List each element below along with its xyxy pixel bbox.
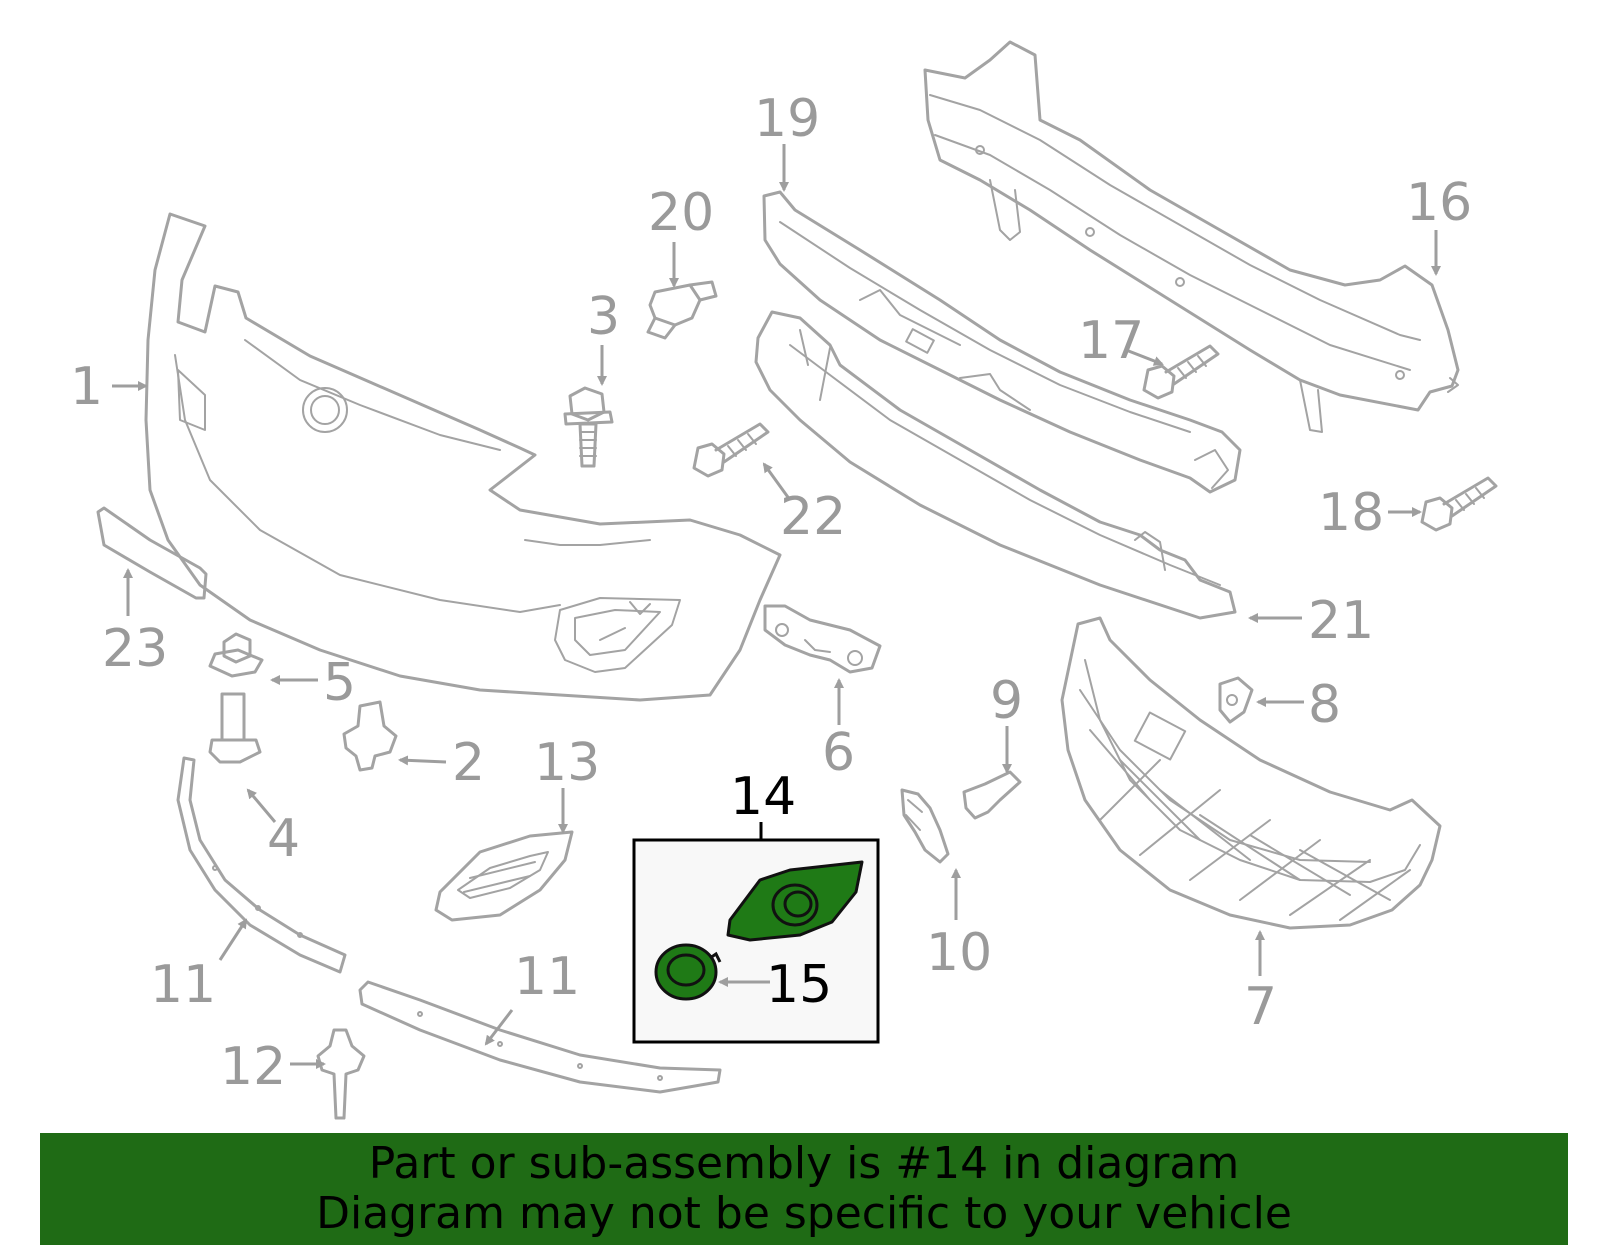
part-22-bolt bbox=[692, 422, 770, 478]
callout-23: 23 bbox=[102, 619, 168, 679]
part-17-bolt bbox=[1142, 344, 1220, 400]
callout-12: 12 bbox=[220, 1037, 286, 1097]
callout-6: 6 bbox=[822, 723, 855, 783]
callout-11b: 11 bbox=[514, 947, 580, 1007]
part-11-lower-molding-b bbox=[358, 980, 722, 1094]
part-6-bracket bbox=[763, 604, 882, 674]
part-7-grille bbox=[1060, 616, 1442, 930]
callout-17: 17 bbox=[1078, 311, 1144, 371]
callout-1: 1 bbox=[70, 357, 103, 417]
callout-18: 18 bbox=[1318, 483, 1384, 543]
callout-labels: 1 2 3 4 5 6 7 8 9 10 11 11 12 13 14 15 1… bbox=[70, 89, 1472, 1097]
part-18-bolt bbox=[1420, 476, 1498, 532]
leader-arrows bbox=[112, 144, 1441, 1069]
part-1-bumper-cover bbox=[144, 212, 782, 702]
footer-banner: Part or sub-assembly is #14 in diagram D… bbox=[40, 1133, 1568, 1245]
part-13-fog-cover bbox=[434, 830, 574, 922]
callout-15: 15 bbox=[766, 955, 832, 1015]
callout-9: 9 bbox=[990, 671, 1023, 731]
part-20-clip bbox=[646, 280, 718, 340]
callout-5: 5 bbox=[323, 653, 356, 713]
callout-16: 16 bbox=[1406, 173, 1472, 233]
callout-20: 20 bbox=[648, 183, 714, 243]
part-15-fog-ring bbox=[654, 943, 722, 1001]
callout-21: 21 bbox=[1308, 591, 1374, 651]
footer-line-2: Diagram may not be specific to your vehi… bbox=[316, 1188, 1292, 1239]
part-10-seal bbox=[900, 788, 950, 864]
leader-4 bbox=[246, 788, 277, 823]
callout-19: 19 bbox=[754, 89, 820, 149]
part-16-reinforcement bbox=[923, 40, 1460, 433]
part-21-lower-absorber bbox=[754, 310, 1237, 620]
leader-11b bbox=[484, 1009, 514, 1046]
part-4-bolt bbox=[208, 692, 262, 764]
part-12-push-pin bbox=[316, 1028, 366, 1120]
callout-22: 22 bbox=[780, 487, 846, 547]
part-3-bolt bbox=[563, 386, 614, 468]
leader-11a bbox=[218, 918, 248, 961]
part-2-clip bbox=[342, 700, 398, 772]
callout-11a: 11 bbox=[150, 955, 216, 1015]
callout-8: 8 bbox=[1308, 675, 1341, 735]
callout-14: 14 bbox=[730, 767, 796, 827]
part-14-fog-bezel bbox=[726, 860, 864, 942]
callout-13: 13 bbox=[534, 733, 600, 793]
part-5-nut bbox=[208, 632, 264, 678]
part-23-reflector bbox=[96, 506, 208, 600]
footer-line-1: Part or sub-assembly is #14 in diagram bbox=[368, 1138, 1240, 1189]
callout-3: 3 bbox=[587, 287, 620, 347]
part-11-lower-molding-a bbox=[176, 756, 347, 974]
callout-10: 10 bbox=[926, 923, 992, 983]
leader-22 bbox=[762, 462, 792, 501]
callout-2: 2 bbox=[452, 733, 485, 793]
part-19-absorber bbox=[762, 190, 1242, 494]
callout-4: 4 bbox=[267, 809, 300, 869]
leader-17 bbox=[1125, 348, 1164, 366]
part-8-clip bbox=[1218, 676, 1254, 724]
leader-2 bbox=[398, 755, 447, 766]
part-9-clip bbox=[962, 770, 1022, 820]
callout-7: 7 bbox=[1244, 977, 1277, 1037]
